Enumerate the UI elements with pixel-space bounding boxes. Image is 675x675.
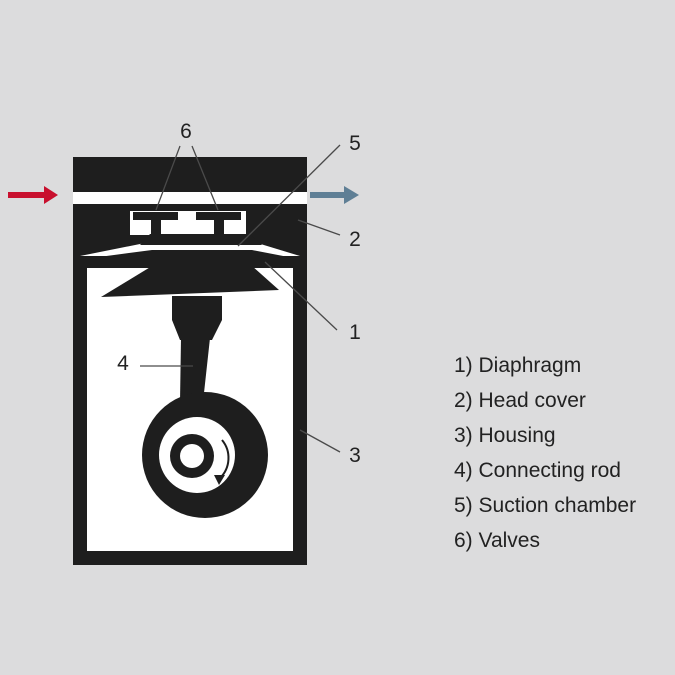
connecting-rod <box>180 338 210 402</box>
gas-channel <box>73 192 307 204</box>
legend-item-diaphragm: 1) Diaphragm <box>454 354 582 377</box>
leader-suction-chamber <box>237 144 341 247</box>
valve-right-stem <box>214 219 224 234</box>
callout-suction-chamber: 5 <box>349 132 361 155</box>
leader-housing <box>299 429 341 453</box>
legend-item-valves: 6) Valves <box>454 529 540 552</box>
leader-head-cover <box>297 219 341 236</box>
legend-item-connecting-rod: 4) Connecting rod <box>454 459 621 482</box>
callout-head-cover: 2 <box>349 228 361 251</box>
callout-valves: 6 <box>180 120 192 143</box>
curved-arrow-clockwise-icon <box>219 439 230 479</box>
callout-connecting-rod: 4 <box>117 352 129 375</box>
outlet-arrow-head <box>344 186 359 204</box>
arrow-right-icon <box>310 186 359 204</box>
legend: 1) Diaphragm 2) Head cover 3) Housing 4)… <box>454 352 636 562</box>
valve-right-disc <box>196 212 241 220</box>
diaphragm <box>76 250 304 266</box>
legend-item-suction-chamber: 5) Suction chamber <box>454 494 637 517</box>
outlet-arrow-shaft <box>310 192 346 198</box>
legend-item-housing: 3) Housing <box>454 424 556 447</box>
callout-housing: 3 <box>349 444 361 467</box>
valve-left-stem <box>151 219 161 234</box>
valve-cavity-stem <box>130 224 246 235</box>
leader-diaphragm <box>264 261 338 331</box>
leader-lines <box>140 144 341 453</box>
rotation-arrowhead <box>214 475 225 485</box>
support-plate <box>101 266 279 297</box>
leader-valves-right <box>191 145 219 211</box>
callout-diaphragm: 1 <box>349 321 361 344</box>
inlet-arrow-head <box>44 186 58 204</box>
leader-valves-left <box>155 145 181 211</box>
inlet-arrow-shaft <box>8 192 46 198</box>
crank-shaft <box>180 444 204 468</box>
piston-block <box>172 296 222 340</box>
valve-left-disc <box>133 212 178 220</box>
diaphragm-clamp <box>140 234 262 245</box>
legend-item-head-cover: 2) Head cover <box>454 389 586 412</box>
arrow-right-icon <box>8 186 58 204</box>
